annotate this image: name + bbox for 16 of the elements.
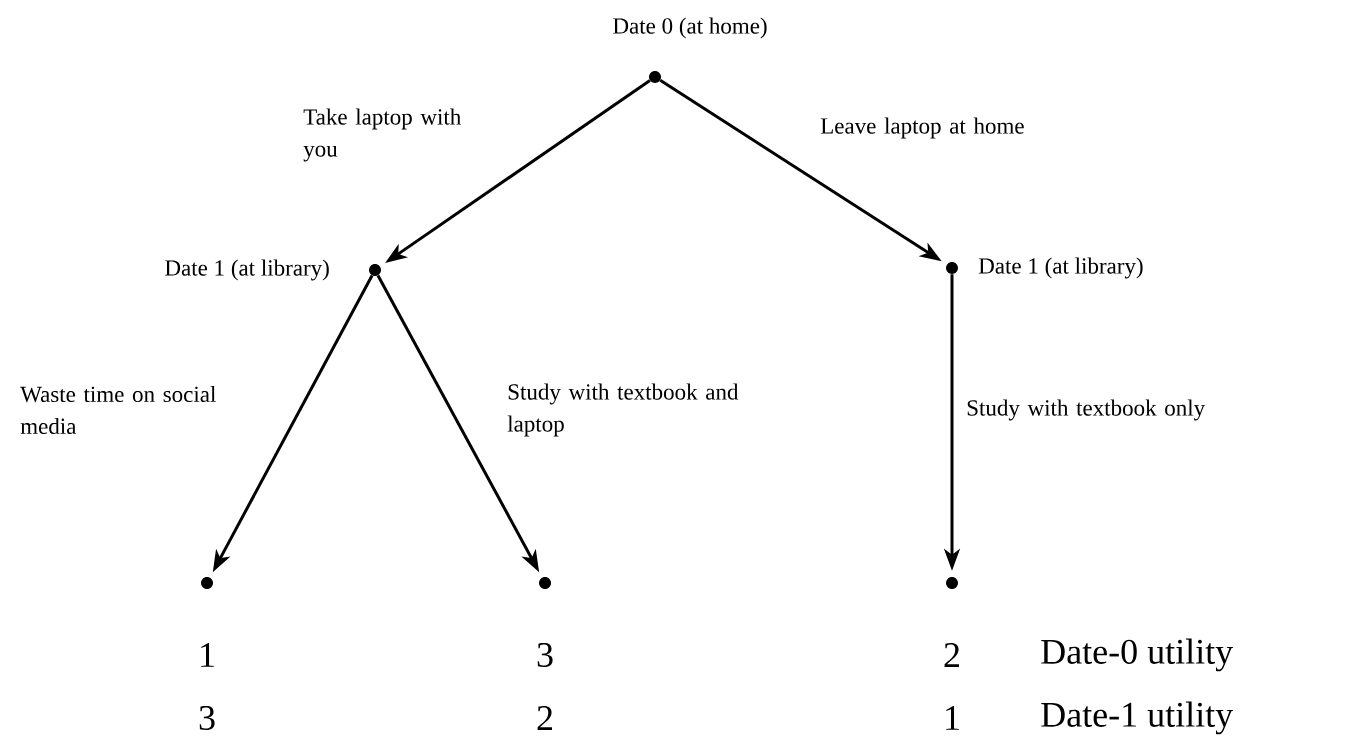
edge-label: Leave laptop at home (820, 117, 1024, 139)
payoff-value: 3 (537, 642, 553, 668)
edge-label: Study with textbook only (967, 399, 1206, 421)
edge-label: Study with textbook and laptop (507, 383, 739, 437)
payoff-value: 1 (946, 706, 959, 730)
row-label: Date-0 utility (1041, 638, 1234, 672)
edge-label: Take laptop with you (303, 108, 461, 162)
node-label: Date 0 (at home) (613, 17, 767, 39)
node-label: Date 1 (at library) (978, 257, 1143, 279)
payoff-value: 1 (201, 643, 214, 667)
edge-label: Waste time on social media (20, 385, 216, 435)
payoff-value: 2 (537, 706, 552, 730)
row-label: Date-1 utility (1041, 701, 1234, 735)
payoff-value: 3 (199, 705, 215, 731)
node-label: Date 1 (at library) (165, 259, 329, 281)
payoff-value: 2 (944, 643, 959, 667)
